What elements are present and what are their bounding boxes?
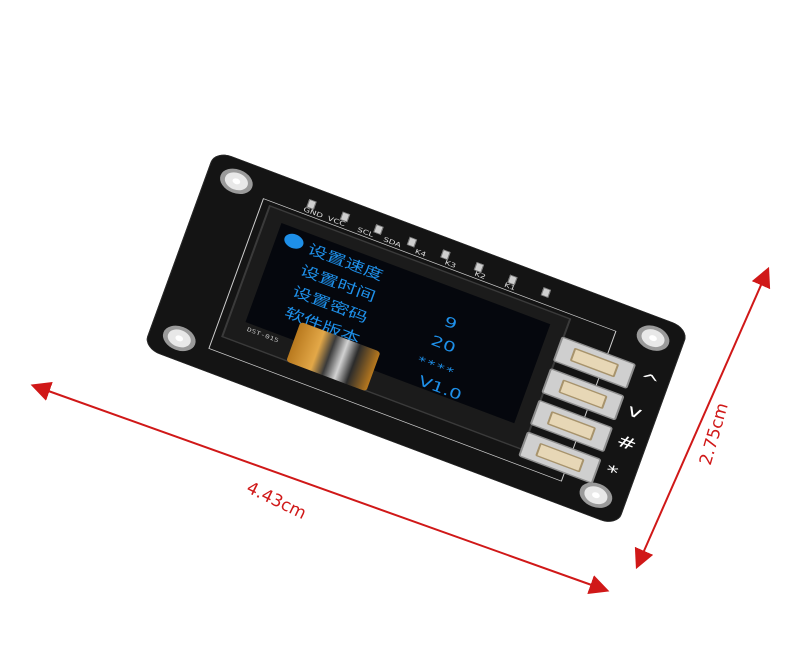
menu-value-password: 20 <box>428 331 459 357</box>
down-symbol-icon: v <box>624 399 645 424</box>
hash-symbol-icon: # <box>613 430 640 456</box>
selection-dot-icon <box>282 231 306 252</box>
height-arrow <box>634 266 771 570</box>
mounting-hole <box>576 478 616 513</box>
mounting-hole <box>633 320 673 356</box>
software-version: V1.0 <box>416 371 465 404</box>
menu-value-time: 9 <box>441 312 460 333</box>
mounting-hole <box>159 321 200 356</box>
up-symbol-icon: ^ <box>636 368 662 394</box>
width-arrow <box>30 381 610 595</box>
mounting-hole <box>216 164 257 199</box>
star-symbol-icon: * <box>602 460 621 484</box>
